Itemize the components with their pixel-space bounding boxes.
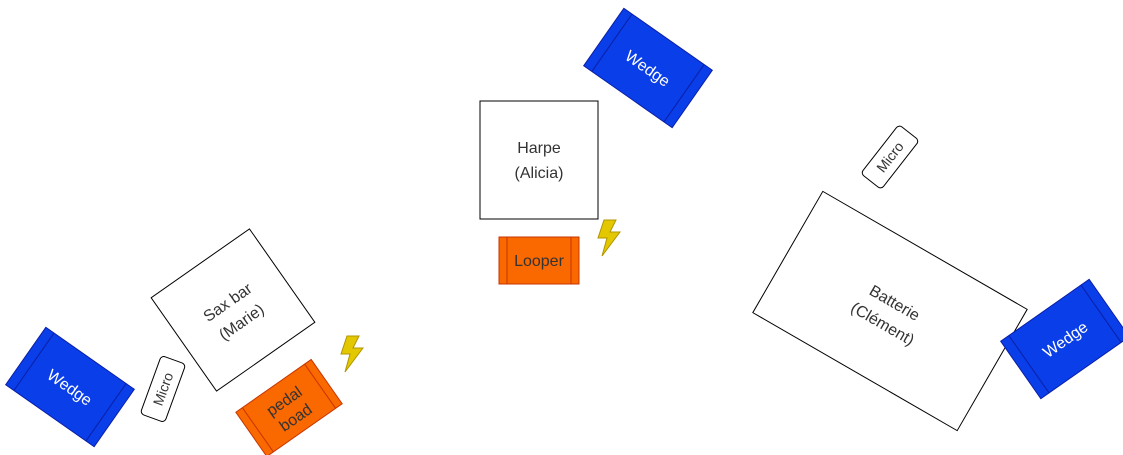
harp-player-label: (Alicia) (515, 165, 564, 182)
looper-box[interactable]: Looper (498, 236, 580, 285)
wedge-top[interactable]: Wedge (582, 7, 714, 129)
microphone-drums[interactable]: Micro (861, 125, 920, 190)
lightning-bolt-icon (340, 335, 364, 373)
wedge-left[interactable]: Wedge (4, 326, 136, 448)
wedge-right[interactable]: Wedge (999, 278, 1123, 400)
pedalboard-box[interactable]: pedal boad (235, 358, 343, 455)
harp-box[interactable]: Harpe (Alicia) (479, 100, 599, 220)
lightning-bolt-icon (597, 219, 621, 257)
harp-name-label: Harpe (517, 140, 561, 157)
microphone-sax[interactable]: Micro (140, 355, 186, 422)
looper-label: Looper (514, 253, 564, 270)
drums-box[interactable]: Batterie (Clément) (752, 190, 1028, 432)
sax-box[interactable]: Sax bar (Marie) (150, 228, 316, 392)
